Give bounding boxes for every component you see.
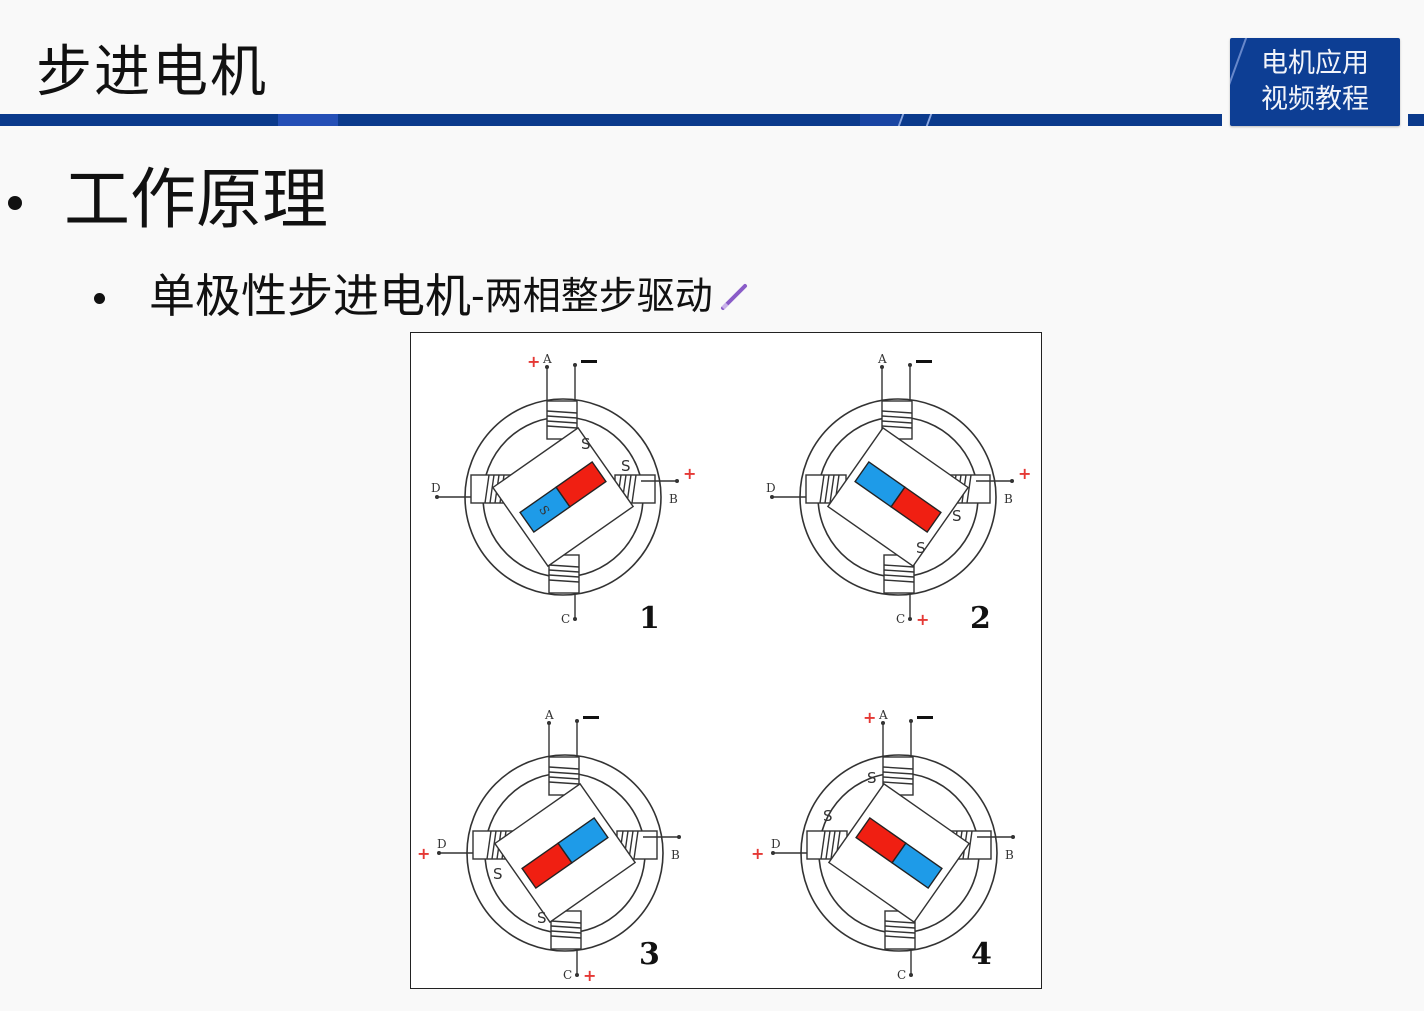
svg-text:S: S xyxy=(916,539,926,557)
slide-title: 步进电机 xyxy=(36,40,268,105)
stepper-motor-figure: S + A D B + C S S 1 xyxy=(410,332,1042,989)
svg-text:S: S xyxy=(493,865,503,883)
motor-svg: A D + B C + S S xyxy=(417,708,681,985)
svg-text:+: + xyxy=(1018,464,1031,483)
svg-text:+: + xyxy=(863,708,876,727)
step-number: 2 xyxy=(970,601,991,636)
svg-text:S: S xyxy=(581,435,591,453)
badge-line-2: 视频教程 xyxy=(1261,84,1369,115)
bar-slash-decoration xyxy=(925,114,933,126)
svg-text:A: A xyxy=(542,352,552,366)
step-number: 1 xyxy=(639,601,660,636)
motor-diagram-step-4: + A D + B C S S 4 xyxy=(751,707,1067,1007)
bullet-subheading-sub: -两相整步驱动 xyxy=(471,274,713,318)
bullet-dot-icon xyxy=(8,196,22,210)
svg-text:A: A xyxy=(544,708,554,722)
svg-text:S: S xyxy=(823,807,833,825)
badge-line-1: 电机应用 xyxy=(1261,48,1369,79)
bar-highlight xyxy=(278,114,338,126)
header-divider-bar xyxy=(0,114,1222,126)
motor-diagram-step-2: A D B + C + S S 2 xyxy=(766,351,1066,651)
bullet-level-1: 工作原理 xyxy=(8,160,328,240)
motor-diagram-step-3: A D + B C + S S 3 xyxy=(417,707,733,1007)
svg-text:S: S xyxy=(621,457,631,475)
svg-text:S: S xyxy=(537,909,547,927)
svg-text:S: S xyxy=(867,769,877,787)
motor-svg: + A D + B C S S xyxy=(751,708,1015,982)
svg-text:D: D xyxy=(437,837,447,851)
svg-text:C: C xyxy=(563,968,572,982)
bar-highlight xyxy=(860,114,900,126)
svg-text:+: + xyxy=(417,844,430,863)
course-badge: 电机应用 视频教程 xyxy=(1230,38,1400,126)
svg-text:D: D xyxy=(766,481,776,495)
svg-text:C: C xyxy=(561,612,570,626)
svg-text:B: B xyxy=(1004,492,1013,506)
svg-text:+: + xyxy=(583,966,596,985)
svg-text:A: A xyxy=(877,352,887,366)
svg-text:B: B xyxy=(1005,848,1014,862)
motor-diagram-step-1: S + A D B + C S S 1 xyxy=(431,351,731,651)
pencil-icon[interactable] xyxy=(719,282,749,316)
svg-text:B: B xyxy=(671,848,680,862)
bullet-subheading-main: 单极性步进电机 xyxy=(149,269,471,323)
svg-text:+: + xyxy=(751,844,764,863)
svg-text:A: A xyxy=(878,708,888,722)
svg-text:+: + xyxy=(683,464,696,483)
motor-svg: A D B + C + S S xyxy=(766,352,1031,629)
svg-text:D: D xyxy=(771,837,781,851)
bullet-dot-icon xyxy=(94,292,105,304)
svg-text:C: C xyxy=(896,612,905,626)
motor-svg: S + A D B + C S S xyxy=(431,352,696,626)
header-divider-bar-right xyxy=(1408,114,1424,126)
svg-text:C: C xyxy=(897,968,906,982)
step-number: 4 xyxy=(971,937,992,972)
svg-text:D: D xyxy=(431,481,441,495)
bullet-level-2: 单极性步进电机 -两相整步驱动 xyxy=(94,266,749,326)
bullet-heading: 工作原理 xyxy=(64,161,328,238)
svg-text:B: B xyxy=(669,492,678,506)
svg-text:+: + xyxy=(527,352,540,371)
svg-text:+: + xyxy=(916,610,929,629)
svg-text:S: S xyxy=(952,507,962,525)
step-number: 3 xyxy=(639,937,660,972)
